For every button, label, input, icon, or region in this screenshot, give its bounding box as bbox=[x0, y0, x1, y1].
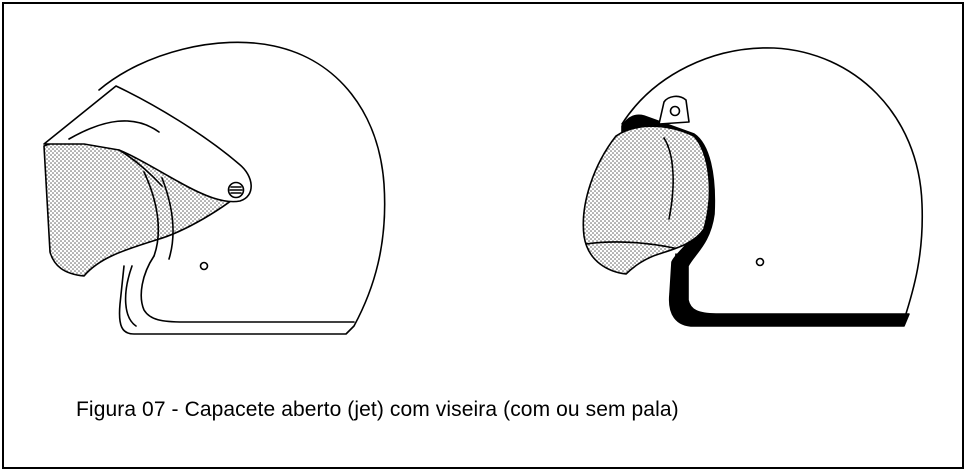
helmet-without-peak bbox=[582, 47, 924, 327]
visor-2 bbox=[582, 125, 711, 275]
figure-caption: Figura 07 - Capacete aberto (jet) com vi… bbox=[76, 398, 679, 421]
figure-frame: Figura 07 - Capacete aberto (jet) com vi… bbox=[2, 2, 964, 469]
peak bbox=[43, 85, 252, 203]
helmet-illustrations bbox=[43, 41, 924, 335]
helmet-edge-trim bbox=[140, 255, 355, 323]
helmet-with-peak bbox=[43, 41, 386, 335]
vent-hole-2 bbox=[755, 257, 765, 267]
vent-hole bbox=[199, 261, 209, 271]
